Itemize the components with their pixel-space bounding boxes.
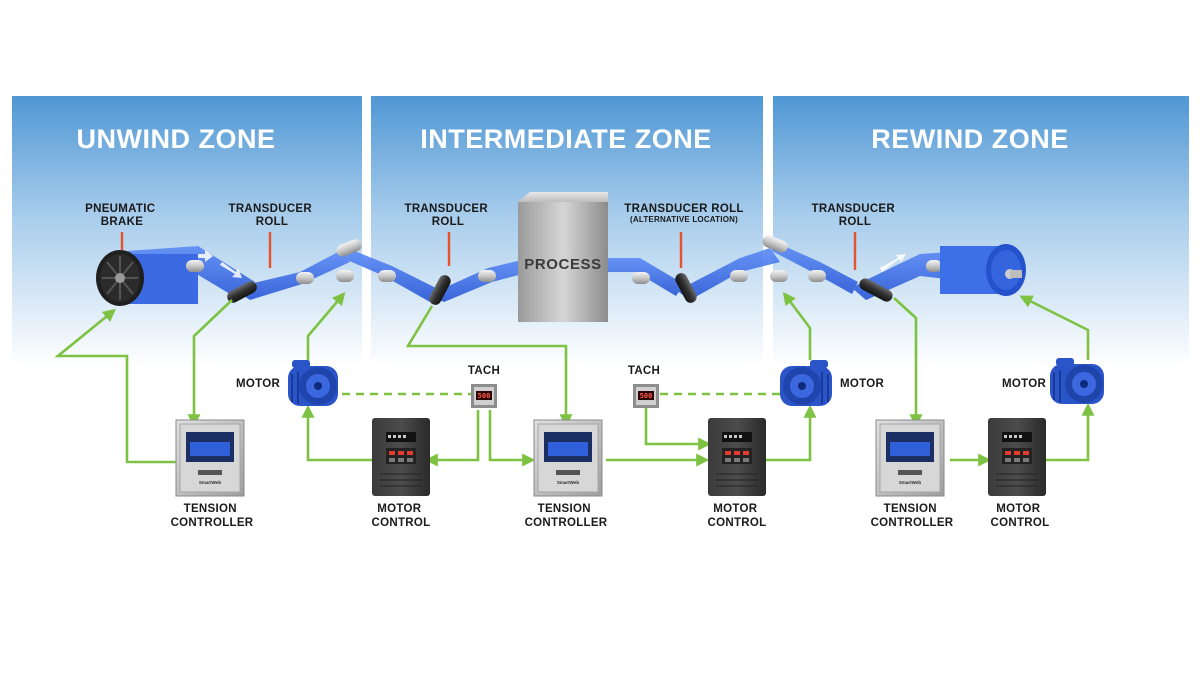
label-tach-2: TACH (628, 365, 660, 377)
label-motor-2: MOTOR (840, 378, 884, 390)
zone-title-unwind: UNWIND ZONE (77, 124, 276, 154)
label-pneumatic-brake: PNEUMATIC BRAKE (85, 203, 159, 228)
tach-icon: 500 (471, 384, 497, 408)
label-transducer-roll-unwind: TRANSDUCER ROLL (229, 203, 316, 228)
process-box-icon: PROCESS (518, 192, 608, 322)
idler-roller-icon (730, 270, 748, 282)
idler-roller-icon (336, 270, 354, 282)
motor-icon (780, 360, 832, 406)
idler-roller-icon (808, 270, 826, 282)
label-motor-control-2: MOTOR CONTROL (708, 503, 767, 529)
label-transducer-roll-rewind: TRANSDUCER ROLL (812, 203, 899, 228)
idler-roller-icon (336, 239, 362, 257)
tension-controller-icon: SmartWeb (875, 419, 945, 497)
transducer-roll-icon (859, 278, 893, 302)
transducer-roll-icon (429, 275, 451, 305)
label-motor-control-3: MOTOR CONTROL (991, 503, 1050, 529)
transducer-roll-icon (675, 273, 697, 303)
idler-rollers (186, 235, 942, 284)
idler-roller-icon (186, 260, 204, 272)
label-tension-controller-3: TENSION CONTROLLER (871, 503, 954, 529)
svg-text:SmartWeb: SmartWeb (557, 480, 579, 485)
transducer-roll-icon (227, 281, 257, 303)
label-motor-3: MOTOR (1002, 378, 1046, 390)
label-transducer-roll-alternative: TRANSDUCER ROLL (624, 203, 744, 215)
motor-icon (288, 360, 338, 406)
idler-roller-icon (478, 270, 496, 282)
zone-title-intermediate: INTERMEDIATE ZONE (420, 124, 712, 154)
zone-bg-rewind (773, 96, 1189, 366)
label-tach-1: TACH (468, 365, 500, 377)
tension-controller-icon: SmartWeb (175, 419, 245, 497)
idler-roller-icon (770, 270, 788, 282)
unwind-roll-icon (96, 250, 198, 306)
label-transducer-roll-intermediate: TRANSDUCER ROLL (405, 203, 492, 228)
motor-icon (1050, 358, 1104, 404)
label-motor-1: MOTOR (236, 378, 280, 390)
label-tension-controller-1: TENSION CONTROLLER (171, 503, 254, 529)
motor-control-drive-icon (708, 418, 766, 496)
label-motor-control-1: MOTOR CONTROL (372, 503, 431, 529)
tach-icon: 500 (633, 384, 659, 408)
idler-roller-icon (296, 272, 314, 284)
label-tension-controller-2: TENSION CONTROLLER (525, 503, 608, 529)
idler-roller-icon (762, 235, 788, 253)
svg-text:SmartWeb: SmartWeb (899, 480, 921, 485)
tension-controller-icon: SmartWeb (533, 419, 603, 497)
rewind-roll-icon (940, 244, 1026, 296)
svg-text:SmartWeb: SmartWeb (199, 480, 221, 485)
signal-wires (54, 291, 1095, 467)
idler-roller-icon (632, 272, 650, 284)
zone-title-rewind: REWIND ZONE (871, 124, 1069, 154)
idler-roller-icon (926, 260, 942, 272)
motor-control-drive-icon (372, 418, 430, 496)
svg-text:500: 500 (640, 392, 653, 400)
label-pointers (120, 232, 857, 270)
label-alternative-location: (ALTERNATIVE LOCATION) (630, 215, 738, 224)
zone-bg-unwind (12, 96, 362, 366)
process-label: PROCESS (524, 256, 602, 273)
svg-text:500: 500 (478, 392, 491, 400)
motor-control-drive-icon (988, 418, 1046, 496)
idler-roller-icon (378, 270, 396, 282)
